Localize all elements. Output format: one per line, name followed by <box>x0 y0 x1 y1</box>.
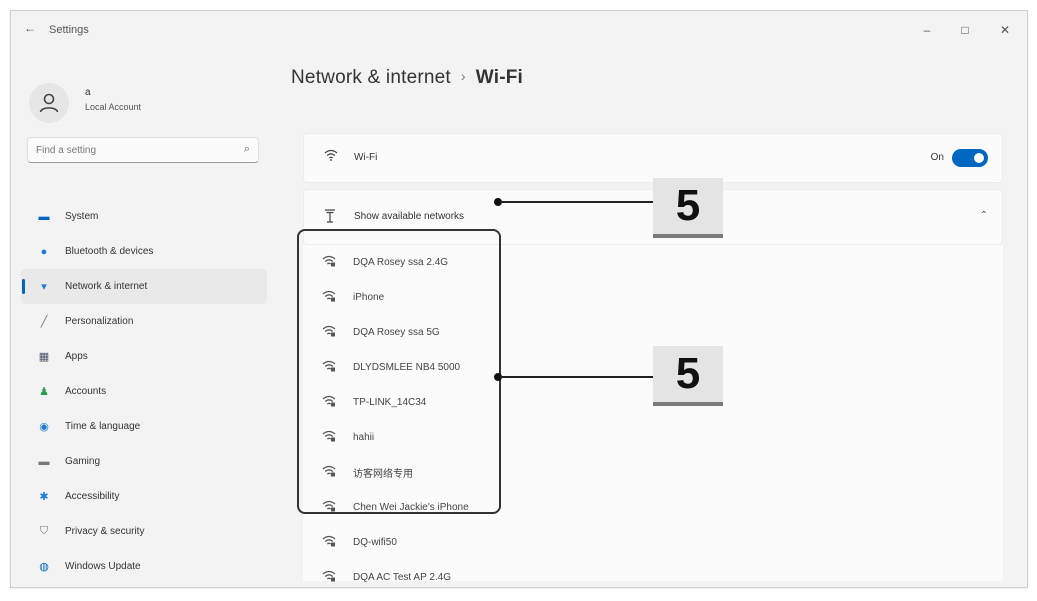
network-name: Chen Wei Jackie's iPhone <box>353 502 469 513</box>
person-icon: ♟ <box>39 386 49 398</box>
wifi-secured-icon <box>321 535 337 550</box>
callout-badge-top: 5 <box>653 178 723 238</box>
callout-line-top <box>500 201 653 203</box>
sidebar-item-gamepad[interactable]: ▬ Gaming <box>21 444 267 479</box>
sidebar-item-update[interactable]: ◍ Windows Update <box>21 549 267 584</box>
network-list-item[interactable]: hahii <box>303 420 1003 455</box>
network-name: DLYDSMLEE NB4 5000 <box>353 362 461 373</box>
sidebar-item-wifi[interactable]: ▾ Network & internet <box>21 269 267 304</box>
breadcrumb-parent[interactable]: Network & internet <box>291 67 451 88</box>
sidebar-item-label: System <box>65 211 99 222</box>
gamepad-icon: ▬ <box>38 455 50 468</box>
minimize-button[interactable]: – <box>923 23 931 37</box>
sidebar-item-label: Time & language <box>65 421 141 432</box>
sidebar-item-label: Apps <box>65 351 88 362</box>
network-list-item[interactable]: 访客网络专用 <box>303 455 1003 490</box>
network-list-item[interactable]: DQA AC Test AP 2.4G <box>303 560 1003 595</box>
network-list-item[interactable]: TP-LINK_14C34 <box>303 385 1003 420</box>
callout-line-bottom <box>500 376 653 378</box>
wifi-toggle[interactable] <box>952 149 988 167</box>
sidebar-item-system[interactable]: ▬ System <box>21 199 267 234</box>
network-list-item[interactable]: Chen Wei Jackie's iPhone <box>303 490 1003 525</box>
sidebar-item-person[interactable]: ♟ Accounts <box>21 374 267 409</box>
sidebar-item-label: Network & internet <box>65 281 148 292</box>
settings-window: ← Settings – □ ✕ a Local Account ⌕ ▬ Syst… <box>10 10 1028 588</box>
network-list-item[interactable]: DLYDSMLEE NB4 5000 <box>303 350 1003 385</box>
network-name: iPhone <box>353 292 385 303</box>
back-arrow-icon[interactable]: ← <box>24 21 36 35</box>
avatar[interactable] <box>29 83 69 123</box>
network-name: DQA Rosey ssa 5G <box>353 327 440 338</box>
wifi-secured-icon <box>321 325 337 340</box>
wifi-toggle-row[interactable]: Wi-Fi On <box>303 133 1003 183</box>
sidebar-item-label: Windows Update <box>65 561 141 572</box>
user-name: a <box>85 87 91 98</box>
network-list-item[interactable]: iPhone <box>303 280 1003 315</box>
page-title: Wi-Fi <box>475 67 524 88</box>
wifi-secured-icon <box>321 360 337 375</box>
sidebar-item-label: Bluetooth & devices <box>65 246 154 257</box>
network-list-item[interactable]: DQA Rosey ssa 2.4G <box>303 245 1003 280</box>
breadcrumb-separator: › <box>460 68 466 84</box>
sidebar-item-apps[interactable]: ▦ Apps <box>21 339 267 374</box>
chevron-up-icon[interactable]: ⌃ <box>979 210 988 221</box>
wifi-icon: ▾ <box>41 281 47 293</box>
show-networks-label: Show available networks <box>354 211 465 222</box>
system-icon: ▬ <box>38 210 50 223</box>
search-input[interactable] <box>28 138 244 162</box>
breadcrumb: Network & internet › Wi-Fi <box>291 67 523 89</box>
sidebar-item-label: Accounts <box>65 386 107 397</box>
network-name: DQA Rosey ssa 2.4G <box>353 257 449 268</box>
brush-icon: ╱ <box>40 316 48 328</box>
accessibility-icon: ✱ <box>39 491 49 503</box>
sidebar-item-label: Privacy & security <box>65 526 145 537</box>
wifi-label: Wi-Fi <box>354 152 378 163</box>
sidebar-item-label: Accessibility <box>65 491 120 502</box>
sidebar-item-shield[interactable]: ⛉ Privacy & security <box>21 514 267 549</box>
shield-icon: ⛉ <box>39 525 49 537</box>
title-bar: ← Settings – □ ✕ <box>11 11 1027 51</box>
wifi-secured-icon <box>321 395 337 410</box>
sidebar: a Local Account ⌕ ▬ System ● Bluetooth & de… <box>11 51 271 581</box>
wifi-secured-icon <box>321 430 337 445</box>
person-icon <box>39 93 59 113</box>
close-button[interactable]: ✕ <box>999 23 1011 37</box>
bluetooth-icon: ● <box>40 245 48 258</box>
wifi-secured-icon <box>321 465 337 480</box>
sidebar-item-brush[interactable]: ╱ Personalization <box>21 304 267 339</box>
user-account-type: Local Account <box>85 102 142 112</box>
sidebar-item-bluetooth[interactable]: ● Bluetooth & devices <box>21 234 267 269</box>
wifi-secured-icon <box>321 290 337 305</box>
wifi-secured-icon <box>321 255 337 270</box>
main-content: Network & internet › Wi-Fi Wi-Fi On Show a… <box>291 51 1011 583</box>
callout-dot-top <box>494 198 502 206</box>
antenna-icon <box>324 209 336 226</box>
network-name: hahii <box>353 432 375 443</box>
network-name: TP-LINK_14C34 <box>353 397 427 408</box>
wifi-secured-icon <box>321 570 337 585</box>
wifi-state-label: On <box>930 152 944 163</box>
network-list-item[interactable]: DQA Rosey ssa 5G <box>303 315 1003 350</box>
apps-icon: ▦ <box>38 351 50 363</box>
callout-dot-bottom <box>494 373 502 381</box>
globe-icon: ◉ <box>39 421 49 433</box>
search-box[interactable]: ⌕ <box>27 137 259 163</box>
search-icon[interactable]: ⌕ <box>243 143 250 155</box>
wifi-secured-icon <box>321 500 337 515</box>
sidebar-item-accessibility[interactable]: ✱ Accessibility <box>21 479 267 514</box>
app-title: Settings <box>49 24 89 36</box>
callout-badge-bottom: 5 <box>653 346 723 406</box>
network-name: DQA AC Test AP 2.4G <box>353 572 452 583</box>
update-icon: ◍ <box>39 561 49 573</box>
wifi-icon <box>324 149 338 164</box>
maximize-button[interactable]: □ <box>961 23 969 37</box>
sidebar-nav: ▬ System ● Bluetooth & devices ▾ Network & in… <box>11 199 271 584</box>
network-name: DQ-wifi50 <box>353 537 397 548</box>
network-list-item[interactable]: DQ-wifi50 <box>303 525 1003 560</box>
sidebar-item-globe[interactable]: ◉ Time & language <box>21 409 267 444</box>
network-name: 访客网络专用 <box>353 469 413 480</box>
sidebar-item-label: Personalization <box>65 316 134 327</box>
sidebar-item-label: Gaming <box>65 456 101 467</box>
